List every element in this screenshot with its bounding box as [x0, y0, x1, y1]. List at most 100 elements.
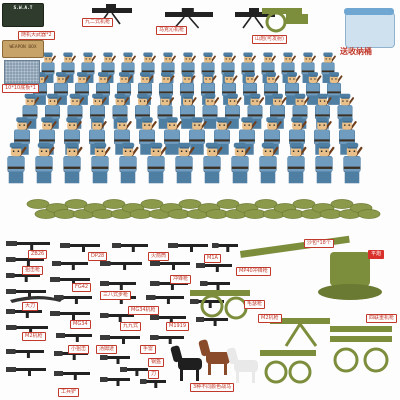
weapon-piece — [100, 355, 130, 364]
label-sub-mg: 冲锋枪 — [170, 275, 192, 284]
baseplate — [4, 60, 40, 84]
weapon-piece — [6, 257, 44, 266]
soldier-figure — [119, 142, 139, 184]
weapon-piece — [150, 315, 186, 324]
weapon-piece — [200, 281, 230, 290]
weapon-piece — [168, 243, 208, 252]
four-barrel-gun — [330, 326, 392, 373]
soldier-figure — [41, 52, 56, 83]
horse-black — [170, 345, 202, 381]
soldier-figure — [321, 52, 336, 83]
weapon-piece — [6, 349, 44, 358]
soldier-figure — [181, 52, 196, 83]
weapon-piece — [6, 273, 40, 282]
soldier-figure — [180, 93, 197, 129]
soldier-figure — [61, 52, 76, 83]
soldier-figure — [269, 93, 287, 129]
sandbag — [140, 199, 164, 209]
label-helmet: 钢盔 — [148, 358, 165, 367]
weapon-piece — [212, 243, 238, 252]
weapon-piece — [112, 243, 148, 252]
label-m2-mg: M2机枪 — [258, 314, 282, 323]
soldier-figure — [81, 52, 96, 83]
sandbag — [102, 199, 126, 209]
weapon-piece — [6, 289, 46, 298]
weapon-box-label: WEAPON BOX — [9, 45, 37, 50]
storage-bucket — [344, 8, 395, 48]
label-saber: 大刀 — [22, 302, 39, 311]
swat-box: S.W.A.T — [2, 3, 44, 27]
weapon-piece — [6, 309, 42, 318]
label-plate-size: 10*10底板*1 — [2, 84, 39, 93]
label-shabag: 沙包*18个 — [304, 239, 334, 248]
soldier-figure — [301, 52, 316, 83]
soldier-figure — [203, 142, 223, 184]
soldier-figure — [35, 142, 55, 184]
soldier-figure — [53, 72, 70, 105]
soldier-figure — [305, 72, 322, 105]
soldier-figure — [175, 142, 195, 184]
weapon-piece — [52, 261, 88, 270]
weapon-piece — [100, 335, 140, 344]
label-mg34: MG34 — [70, 320, 91, 329]
sandbag — [216, 199, 240, 209]
weapon-piece — [56, 333, 92, 342]
sandbag — [26, 199, 50, 209]
sandbag — [254, 199, 278, 209]
label-small-sniper: 小狙击 — [68, 345, 90, 354]
soldier-figure — [63, 142, 83, 184]
label-flak: 平炮 — [368, 250, 385, 259]
label-zb26: ZB26 — [28, 250, 48, 259]
label-sniper: 狙击枪 — [22, 266, 44, 275]
sandbag — [330, 199, 354, 209]
weapon-piece — [100, 281, 136, 290]
weapon-piece — [140, 379, 166, 388]
weapon-piece — [150, 261, 190, 270]
weapon-piece — [50, 311, 90, 320]
label-m1919: M1919 — [166, 322, 190, 331]
label-m1a: M1A — [204, 254, 221, 263]
soldier-figure — [259, 142, 279, 184]
m2-olive-gun — [190, 290, 250, 320]
weapon-piece — [100, 313, 134, 322]
weapon-piece — [196, 317, 228, 326]
weapon-piece — [120, 367, 148, 376]
label-random-box: 随机大武器*2 — [18, 31, 55, 40]
label-dp28: DP28 — [88, 252, 108, 261]
soldier-figure — [91, 142, 111, 184]
weapon-piece — [150, 335, 184, 344]
label-mg34-gun: MG34机枪 — [128, 306, 159, 315]
label-top-gun-1: 九二式机枪 — [82, 18, 114, 27]
weapon-piece — [54, 295, 92, 304]
weapon-piece — [54, 371, 90, 380]
label-type99: 九九式 — [120, 322, 142, 331]
weapon-piece — [100, 377, 130, 386]
olive-heavy-gun — [260, 350, 316, 384]
label-four-barrel: 四联重机枪 — [366, 314, 398, 323]
weapon-piece — [6, 325, 48, 334]
label-mountain-gun: 山炮(可发射) — [252, 35, 287, 44]
label-shovel: 工兵铲 — [58, 388, 80, 397]
label-japan-rifle: 三八式步枪 — [100, 291, 132, 300]
label-grenade: 手雷 — [140, 345, 157, 354]
soldier-figure — [200, 72, 217, 105]
weapon-piece — [190, 299, 224, 308]
label-bucket: 送收纳桶 — [340, 47, 372, 56]
weapon-box: WEAPON BOX — [2, 40, 44, 58]
soldier-figure — [7, 142, 27, 184]
weapon-piece — [146, 295, 184, 304]
soldier-figure — [225, 93, 242, 129]
label-fg42: FG42 — [72, 283, 92, 292]
mortar-gun — [235, 8, 275, 29]
sandbag — [64, 199, 88, 209]
soldier-figure — [231, 142, 251, 184]
saber-weapon — [10, 296, 62, 303]
olive-machine-gun — [270, 318, 330, 347]
soldier-figure — [263, 72, 280, 105]
sandbag — [178, 199, 202, 209]
soldier-figure — [214, 117, 232, 155]
sandbag — [292, 199, 316, 209]
mountain-cannon — [262, 8, 308, 33]
label-m2-heavy: M2机枪 — [22, 332, 46, 341]
soldier-figure — [315, 142, 335, 184]
